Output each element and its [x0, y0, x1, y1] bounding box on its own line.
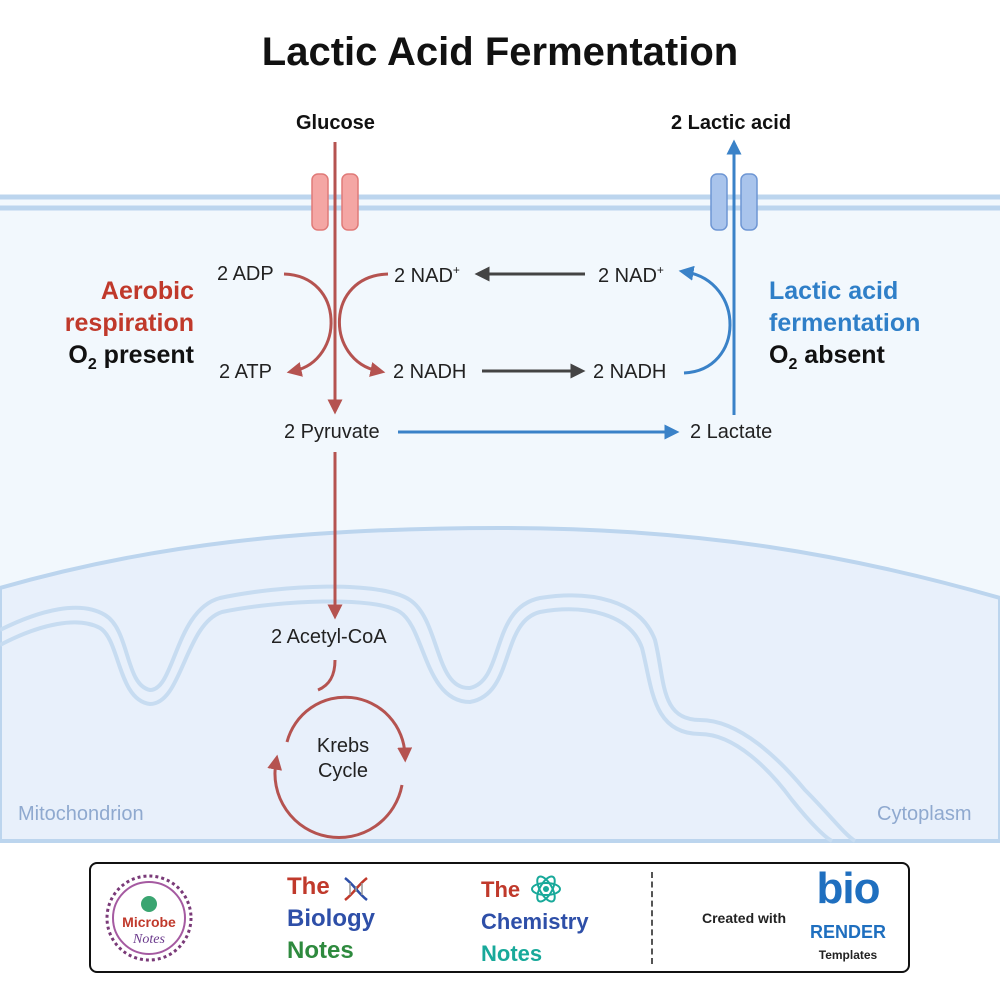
footer-divider [651, 872, 653, 964]
lactate-label: 2 Lactate [690, 421, 773, 443]
acetyl-coa-label: 2 Acetyl-CoA [271, 626, 387, 648]
created-with-label: Created with [702, 910, 787, 926]
nadh-left-label: 2 NADH [393, 361, 467, 383]
nadh-right-label: 2 NADH [593, 361, 667, 383]
biorender-logo[interactable]: bio RENDER Templates [803, 864, 893, 966]
page-title: Lactic Acid Fermentation [261, 30, 739, 74]
dna-ring-icon [105, 874, 193, 962]
plasma-membrane [0, 194, 1000, 211]
microbe-notes-line2: Notes [133, 932, 165, 947]
aerobic-label: Aerobic respiration O2 present [65, 275, 194, 381]
dna-icon [344, 877, 368, 901]
krebs-arc-top [285, 695, 413, 763]
biorender-logo-mark: bio [816, 864, 881, 913]
aerobic-label-line1: Aerobic [100, 277, 194, 305]
mitochondrion-cristae [0, 584, 857, 843]
nadh-nad-curve [678, 265, 732, 375]
microbe-notes-line1: Microbe [122, 914, 176, 930]
cytoplasm-label: Cytoplasm [877, 803, 972, 825]
fermentation-label: Lactic acid fermentation O2 absent [769, 275, 920, 381]
nad-right-label: 2 NAD+ [598, 263, 664, 287]
krebs-cycle-label: Krebs Cycle [316, 735, 370, 782]
krebs-arc-bottom [267, 754, 404, 840]
atom-icon [531, 875, 561, 903]
footer-credits: Microbe Notes The Biology Notes The Chem… [89, 862, 910, 973]
biorender-templates: Templates [818, 948, 878, 962]
lactate-transporter [710, 173, 758, 231]
biology-notes-logo[interactable]: The Biology Notes [287, 873, 375, 964]
glucose-label: Glucose [296, 112, 375, 134]
aerobic-label-line2: respiration [64, 309, 194, 337]
atp-label: 2 ATP [219, 361, 272, 383]
fermentation-label-line2: fermentation [769, 309, 921, 337]
aerobic-condition: O2 present [68, 341, 194, 373]
lactic-acid-label: 2 Lactic acid [671, 112, 792, 134]
adp-atp-arrow [283, 272, 333, 377]
mitochondrion-label: Mitochondrion [18, 803, 144, 825]
acetyl-krebs-connector [317, 659, 337, 692]
glucose-transporter [311, 173, 359, 231]
nad-left-label: 2 NAD+ [394, 263, 460, 287]
biorender-name: RENDER [809, 922, 886, 942]
nad-nadh-arrow [337, 272, 389, 377]
adp-label: 2 ADP [217, 263, 274, 285]
chemistry-notes-logo[interactable]: The Chemistry Notes [481, 877, 589, 966]
fermentation-label-line1: Lactic acid [769, 277, 899, 305]
pyruvate-label: 2 Pyruvate [284, 421, 380, 443]
fermentation-condition: O2 absent [769, 341, 885, 373]
mitochondrion-outer [0, 525, 1000, 843]
microbe-notes-logo[interactable]: Microbe Notes [101, 870, 197, 966]
